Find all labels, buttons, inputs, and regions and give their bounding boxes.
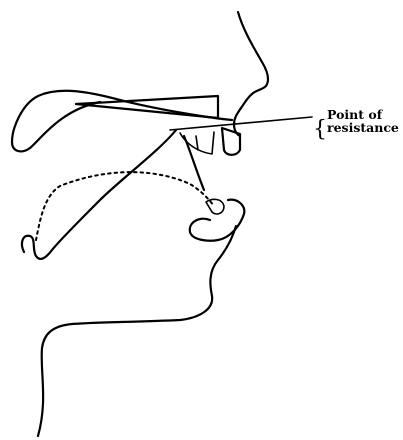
brace-glyph: { bbox=[313, 117, 327, 142]
soft-palate-dotted bbox=[36, 172, 214, 240]
upper-incisor bbox=[222, 128, 240, 155]
nose-profile bbox=[238, 12, 268, 108]
chin-neck-profile bbox=[38, 226, 236, 436]
tongue-curve bbox=[22, 130, 176, 259]
palate-outline bbox=[12, 91, 232, 152]
lower-lip bbox=[190, 200, 245, 241]
pointer-line bbox=[170, 117, 312, 130]
lower-incisor bbox=[206, 199, 224, 214]
upper-teeth-divider bbox=[196, 136, 198, 150]
annotation-line-2: resistance bbox=[327, 120, 399, 135]
